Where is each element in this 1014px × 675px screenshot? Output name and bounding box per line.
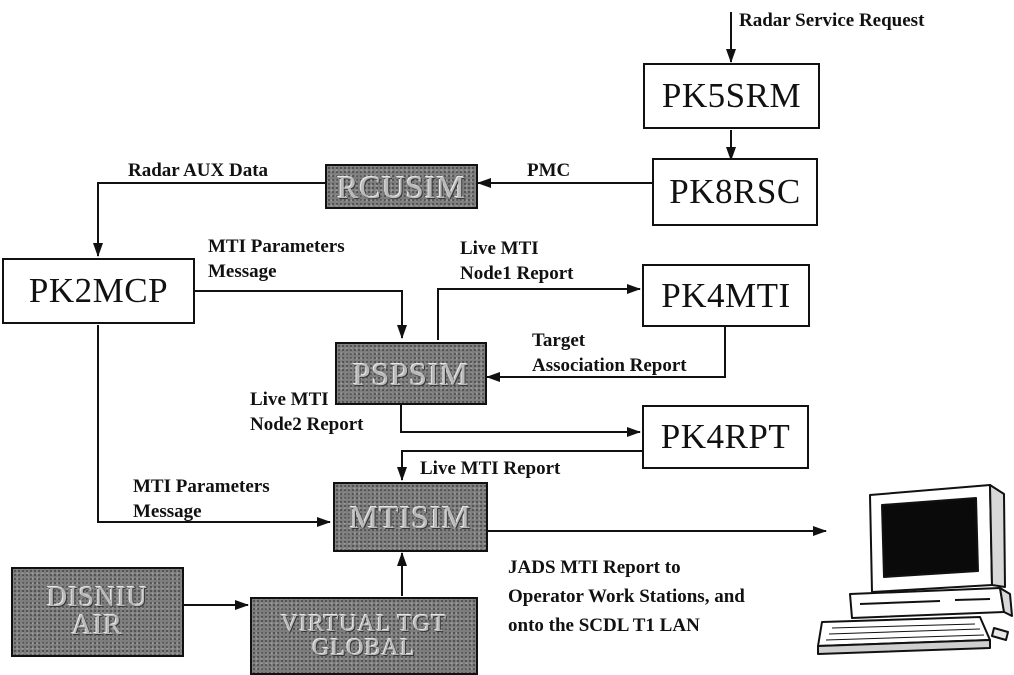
mti-parameters-upper-line1: MTI Parameters [208, 236, 345, 257]
pspsim-node: PSPSIM [335, 342, 487, 405]
live-mti-node2-label: Live MTI Node2 Report [250, 387, 363, 437]
mti-parameters-lower-line1: MTI Parameters [133, 476, 270, 497]
live-mti-report-label: Live MTI Report [420, 458, 561, 479]
live-mti-node1-line2: Node1 Report [460, 263, 574, 284]
rcusim-node: RCUSIM [325, 164, 478, 209]
arrow-rcusim-to-pk2mcp [93, 182, 328, 257]
pk4rpt-node: PK4RPT [642, 405, 809, 469]
mti-parameters-label-lower: MTI Parameters Message [133, 474, 270, 524]
arrow-pk4mti-to-pspsim [486, 327, 726, 382]
arrow-pk2mcp-to-mtisim [97, 325, 331, 527]
mti-parameters-upper-line2: Message [208, 261, 277, 282]
radar-service-request-label: Radar Service Request [739, 10, 925, 31]
mtisim-node: MTISIM [333, 482, 488, 552]
virtual-tgt-line1: VIRTUAL TGT [280, 611, 448, 637]
live-mti-node2-line2: Node2 Report [250, 414, 364, 435]
pk4mti-node: PK4MTI [642, 264, 810, 327]
pk2mcp-node: PK2MCP [2, 258, 195, 324]
arrow-pk4rpt-to-mtisim [397, 450, 652, 481]
live-mti-node2-line1: Live MTI [250, 389, 329, 410]
arrow-pk2mcp-to-pspsim [195, 290, 407, 339]
live-mti-node1-line1: Live MTI [460, 238, 539, 259]
pk5srm-node: PK5SRM [643, 63, 820, 129]
disniu-line2: AIR [71, 610, 124, 641]
arrow-pspsim-to-pk4rpt [400, 405, 641, 437]
live-mti-node1-label: Live MTI Node1 Report [460, 236, 573, 286]
radar-aux-data-label: Radar AUX Data [128, 160, 269, 181]
disniu-line1: DISNIU [47, 582, 148, 613]
disniu-air-node: DISNIU AIR [11, 567, 184, 657]
jads-line3: onto the SCDL T1 LAN [508, 615, 700, 636]
target-association-line2: Association Report [532, 355, 687, 376]
pmc-label: PMC [527, 160, 571, 181]
jads-line2: Operator Work Stations, and [508, 586, 745, 607]
virtual-tgt-global-node: VIRTUAL TGT GLOBAL [250, 597, 478, 675]
mti-parameters-lower-line2: Message [133, 501, 202, 522]
jads-mti-report-label: JADS MTI Report to Operator Work Station… [508, 553, 745, 640]
virtual-tgt-line2: GLOBAL [312, 635, 416, 661]
arrow-pspsim-to-pk4mti [437, 284, 641, 340]
target-association-label: Target Association Report [532, 328, 687, 378]
target-association-line1: Target [532, 330, 586, 351]
jads-line1: JADS MTI Report to [508, 557, 681, 578]
pk8rsc-node: PK8RSC [652, 158, 818, 226]
mti-parameters-label-upper: MTI Parameters Message [208, 234, 345, 284]
